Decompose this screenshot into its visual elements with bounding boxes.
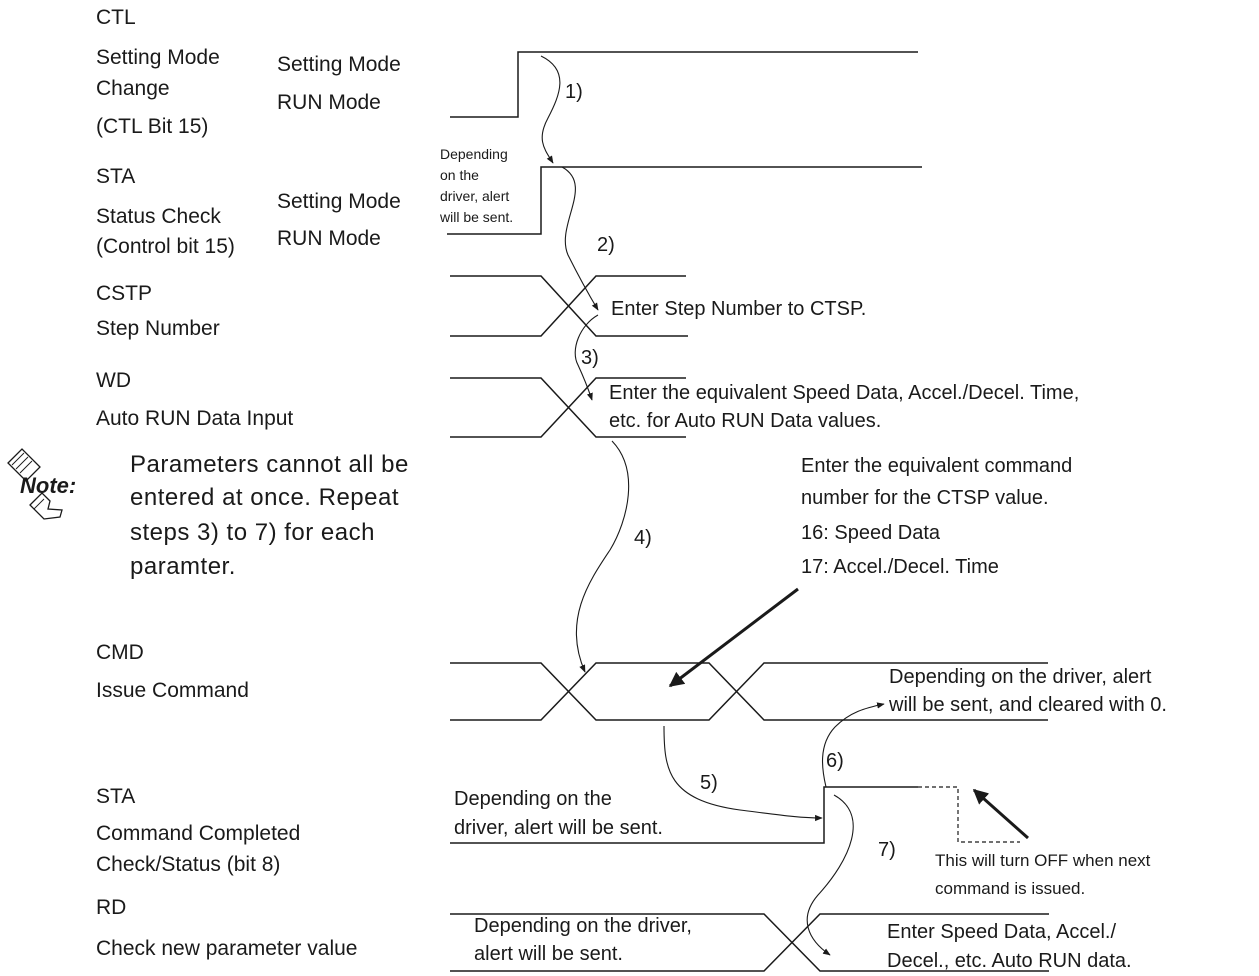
step-6-label: 6) (826, 750, 844, 772)
turn-off-line-1: This will turn OFF when next (935, 851, 1151, 870)
command-number-line-3: 16: Speed Data (801, 522, 941, 544)
command-number-note: Enter the equivalent command number for … (801, 455, 1072, 578)
sta2-dashed-pulse (918, 786, 1020, 843)
step-3-arrow (574, 314, 599, 401)
enter-speed-line-1: Enter the equivalent Speed Data, Accel./… (609, 382, 1079, 404)
note-line-3: steps 3) to 7) for each (130, 519, 375, 546)
completed-alert-line-2: driver, alert will be sent. (454, 817, 663, 839)
ctl-waveform (450, 51, 918, 118)
ctl-code: CTL (96, 6, 136, 29)
step-2-arrow (561, 166, 599, 311)
ctl-low-label: RUN Mode (277, 91, 381, 114)
rd-waveform (450, 913, 1049, 972)
signal-sta1-label: STA Status Check (Control bit 15) Settin… (96, 165, 401, 258)
wd-code: WD (96, 369, 131, 392)
sta-alert-line-2: on the (440, 167, 479, 183)
step-7-label: 7) (878, 839, 896, 861)
step-5-arrow (663, 725, 823, 822)
rd-enter-line-1: Enter Speed Data, Accel./ (887, 921, 1116, 943)
note-block: Note: Parameters cannot all be entered a… (7, 448, 409, 580)
command-number-line-1: Enter the equivalent command (801, 455, 1072, 477)
cstp-code: CSTP (96, 282, 152, 305)
signal-rd-label: RD Check new parameter value (96, 896, 357, 960)
sta2-desc-1: Command Completed (96, 822, 300, 845)
command-alert-note: Depending on the driver, alert will be s… (888, 666, 1167, 716)
step-1-label: 1) (565, 81, 583, 103)
sta2-waveform (450, 786, 918, 844)
command-number-line-2: number for the CTSP value. (801, 487, 1049, 509)
ctl-high-label: Setting Mode (277, 53, 401, 76)
enter-step-note: Enter Step Number to CTSP. (611, 298, 866, 320)
rd-alert-line-1: Depending on the driver, (474, 915, 692, 937)
step-5-label: 5) (700, 772, 718, 794)
command-pointer-arrow (668, 587, 799, 688)
step-4-arrow (575, 440, 630, 673)
signal-sta2-label: STA Command Completed Check/Status (bit … (96, 785, 300, 876)
note-line-2: entered at once. Repeat (130, 484, 399, 511)
sta2-desc-2: Check/Status (bit 8) (96, 853, 280, 876)
rd-alert-line-2: alert will be sent. (474, 943, 623, 965)
sta-alert-line-3: driver, alert (440, 188, 509, 204)
ctl-desc-3: (CTL Bit 15) (96, 115, 208, 138)
note-icon-label: Note: (20, 473, 76, 498)
signal-wd-label: WD Auto RUN Data Input (96, 369, 293, 430)
cstp-waveform (450, 275, 688, 337)
wd-desc: Auto RUN Data Input (96, 407, 293, 430)
step-1-arrow (540, 55, 561, 164)
cmd-code: CMD (96, 641, 144, 664)
turn-off-pointer-arrow (972, 788, 1029, 840)
cstp-desc: Step Number (96, 317, 220, 340)
step-6-arrow (821, 702, 885, 788)
rd-enter-note: Enter Speed Data, Accel./ Decel., etc. A… (887, 921, 1132, 972)
rd-enter-line-2: Decel., etc. Auto RUN data. (887, 950, 1132, 972)
ctl-desc-1: Setting Mode (96, 46, 220, 69)
cmd-desc: Issue Command (96, 679, 249, 702)
wd-waveform (450, 377, 686, 438)
note-line-1: Parameters cannot all be (130, 451, 409, 478)
command-number-line-4: 17: Accel./Decel. Time (801, 556, 999, 578)
ctl-desc-2: Change (96, 77, 170, 100)
sta1-desc-1: Status Check (96, 205, 221, 228)
sta1-high-label: Setting Mode (277, 190, 401, 213)
turn-off-note: This will turn OFF when next command is … (935, 851, 1151, 898)
completed-alert-note: Depending on the driver, alert will be s… (454, 788, 663, 839)
sta-alert-line-1: Depending (440, 146, 508, 162)
turn-off-line-2: command is issued. (935, 879, 1085, 898)
note-pencil-icon: Note: (7, 448, 76, 520)
sta1-code: STA (96, 165, 135, 188)
step-4-label: 4) (634, 527, 652, 549)
rd-alert-note: Depending on the driver, alert will be s… (474, 915, 692, 965)
rd-code: RD (96, 896, 126, 919)
sta1-low-label: RUN Mode (277, 227, 381, 250)
command-alert-line-2: will be sent, and cleared with 0. (888, 694, 1167, 716)
cmd-waveform (450, 662, 1048, 721)
sta1-desc-2: (Control bit 15) (96, 235, 235, 258)
sta-alert-line-4: will be sent. (439, 209, 513, 225)
signal-cmd-label: CMD Issue Command (96, 641, 249, 702)
sta2-code: STA (96, 785, 135, 808)
signal-ctl-label: CTL Setting Mode Change (CTL Bit 15) Set… (96, 6, 401, 138)
enter-speed-line-2: etc. for Auto RUN Data values. (609, 410, 881, 432)
step-2-label: 2) (597, 234, 615, 256)
completed-alert-line-1: Depending on the (454, 788, 612, 810)
command-alert-line-1: Depending on the driver, alert (889, 666, 1152, 688)
step-7-arrow (806, 794, 854, 956)
signal-cstp-label: CSTP Step Number (96, 282, 220, 340)
rd-desc: Check new parameter value (96, 937, 357, 960)
note-line-4: paramter. (130, 553, 236, 580)
enter-speed-note: Enter the equivalent Speed Data, Accel./… (609, 382, 1079, 432)
step-3-label: 3) (581, 347, 599, 369)
sta-alert-note: Depending on the driver, alert will be s… (439, 146, 513, 225)
sta1-waveform (447, 166, 922, 235)
